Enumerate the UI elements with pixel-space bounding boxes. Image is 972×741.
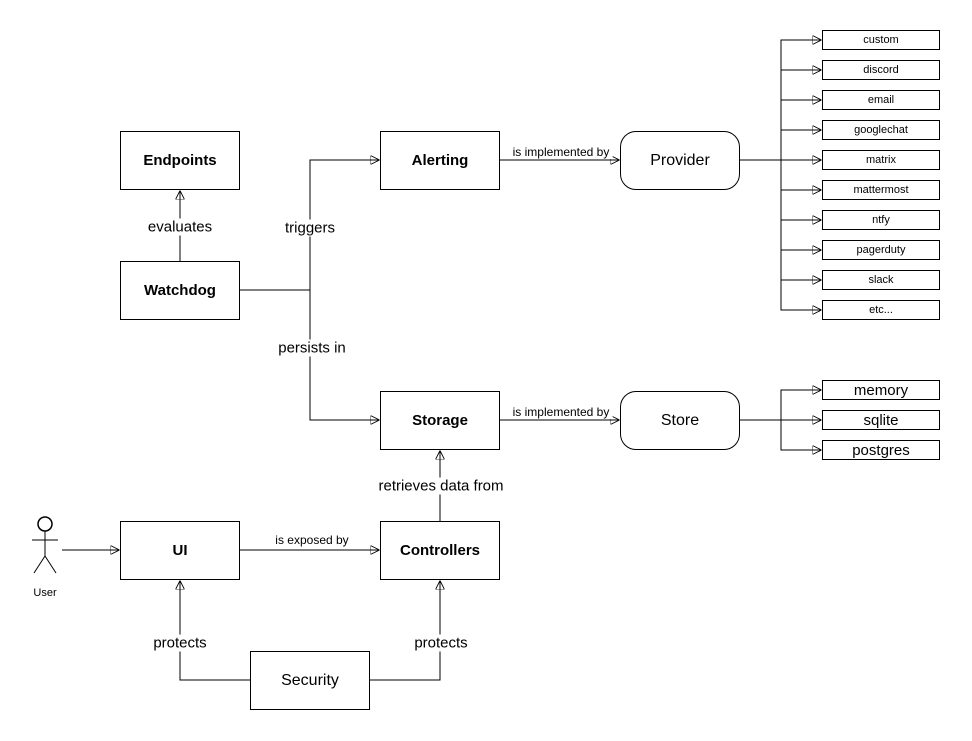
edge-label-alerting-implemented-by: is implemented by: [509, 145, 613, 159]
edge-security-controllers: [370, 581, 440, 681]
store-impl-postgres: postgres: [822, 440, 940, 460]
edges: [62, 40, 821, 681]
provider-impl-googlechat: googlechat: [822, 120, 940, 140]
provider-impl-ntfy: ntfy: [822, 210, 940, 230]
provider-impl-matrix: matrix: [822, 150, 940, 170]
node-alerting: Alerting: [380, 131, 500, 190]
edge-provider-etc: [780, 160, 821, 310]
provider-impl-mattermost: mattermost: [822, 180, 940, 200]
edge-label-protects-controllers: protects: [411, 634, 471, 652]
node-provider: Provider: [620, 131, 740, 190]
provider-impl-pagerduty: pagerduty: [822, 240, 940, 260]
edge-provider-discord: [780, 70, 821, 160]
edge-label-triggers: triggers: [281, 219, 339, 237]
edge-persists-storage: [309, 290, 379, 420]
node-security: Security: [250, 651, 370, 710]
edge-label-protects-ui: protects: [150, 634, 210, 652]
edge-provider-pagerduty: [780, 160, 821, 250]
node-store: Store: [620, 391, 740, 450]
provider-impl-etc: etc...: [822, 300, 940, 320]
node-ui: UI: [120, 521, 240, 580]
edge-store-postgres: [780, 420, 821, 450]
edge-label-evaluates: evaluates: [144, 218, 216, 236]
provider-impl-custom: custom: [822, 30, 940, 50]
edge-store-memory: [780, 390, 821, 420]
provider-impl-slack: slack: [822, 270, 940, 290]
edge-label-is-exposed-by: is exposed by: [272, 533, 352, 547]
provider-impl-discord: discord: [822, 60, 940, 80]
node-watchdog: Watchdog: [120, 261, 240, 320]
edge-label-persists-in: persists in: [275, 339, 349, 357]
user-actor-icon: [32, 516, 58, 574]
edge-label-retrieves-data-from: retrieves data from: [375, 477, 507, 495]
edge-label-storage-implemented-by: is implemented by: [509, 405, 613, 419]
edge-triggers-alerting: [309, 160, 379, 290]
provider-impl-email: email: [822, 90, 940, 110]
store-impl-memory: memory: [822, 380, 940, 400]
edge-security-ui: [180, 581, 250, 681]
edge-provider-googlechat: [780, 130, 821, 160]
edge-provider-mattermost: [780, 160, 821, 190]
node-endpoints: Endpoints: [120, 131, 240, 190]
store-impl-sqlite: sqlite: [822, 410, 940, 430]
node-controllers: Controllers: [380, 521, 500, 580]
user-actor-label: User: [32, 587, 58, 599]
node-storage: Storage: [380, 391, 500, 450]
